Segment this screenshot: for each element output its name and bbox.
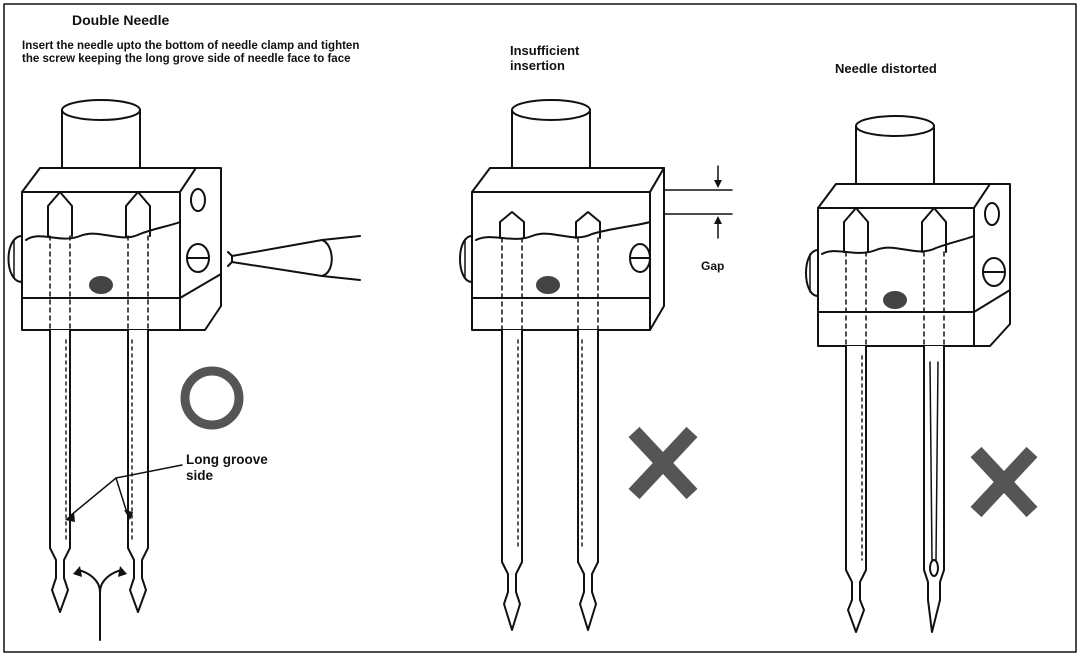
screwdriver	[227, 235, 361, 281]
needle-distorted-label: Needle distorted	[835, 61, 937, 76]
cross-mark	[628, 426, 698, 500]
long-groove-line-1: Long groove	[186, 452, 268, 467]
long-groove-line-2: side	[186, 467, 214, 483]
long-groove-label: Long groove side	[186, 452, 268, 483]
frame-border	[3, 3, 1077, 653]
needles-correct	[49, 329, 149, 641]
cross-mark-2	[970, 446, 1038, 518]
instruction-text: Insert the needle upto the bottom of nee…	[22, 40, 359, 66]
groove-leaders	[65, 464, 183, 522]
insufficient-line-1: Insufficient	[510, 43, 580, 58]
clamp-distorted	[805, 115, 1011, 347]
needles-distorted	[845, 345, 945, 633]
insufficient-line-2: insertion	[510, 57, 565, 73]
gap-label: Gap	[701, 259, 725, 273]
needles-insufficient	[501, 329, 599, 631]
instruction-line-2: the screw keeping the long grove side of…	[22, 53, 351, 66]
instruction-line-1: Insert the needle upto the bottom of nee…	[22, 40, 360, 52]
clamp-insufficient	[459, 99, 733, 331]
clamp-correct	[7, 99, 222, 331]
insufficient-insertion-label: Insufficient insertion	[510, 43, 580, 74]
title-label: Double Needle	[72, 12, 170, 28]
circle-mark	[180, 366, 244, 430]
